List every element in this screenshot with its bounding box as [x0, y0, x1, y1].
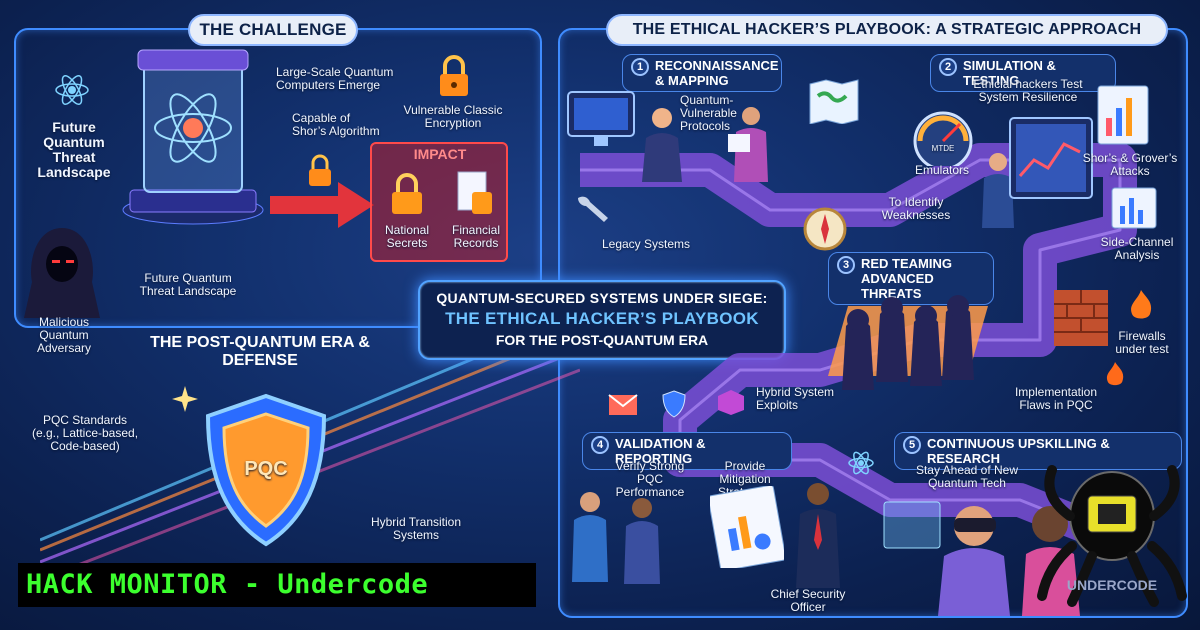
padlock-icon: [440, 55, 468, 96]
qv-protocols-label: Quantum-Vulnerable Protocols: [680, 93, 737, 133]
challenge-header: THE CHALLENGE: [188, 14, 358, 46]
gauge-icon: [913, 111, 973, 166]
hooded-adversary-figure: [24, 228, 100, 318]
screen-dashboard-icon: [1009, 117, 1093, 199]
pqc-standards-label: PQC Standards (e.g., Lattice-based, Code…: [31, 413, 139, 453]
chart-card-icon: [1097, 85, 1149, 145]
impl-flaws-label: Implementation Flaws in PQC: [1014, 385, 1098, 412]
hybrid-transition-label: Hybrid Transition Systems: [370, 515, 462, 542]
impact-arrow-icon: [270, 182, 374, 228]
step-5-title: 5 CONTINUOUS UPSKILLING & RESEARCH: [894, 432, 1182, 470]
ethical-test-label: Ethicial hackers Test System Resilience: [973, 77, 1083, 104]
verify-label: Verify Strong PQC Performance: [615, 459, 685, 499]
center-title-line3: FOR THE POST-QUANTUM ERA: [495, 332, 709, 348]
future-threat-big-label: Future Quantum Threat Landscape: [37, 119, 111, 180]
envelope-icon: [608, 394, 638, 415]
brick-firewall-icon: [1054, 290, 1108, 346]
step-2-title: 2 SIMULATION & TESTING: [930, 54, 1116, 92]
national-secrets-label: National Secrets: [384, 223, 430, 250]
fire-icon-small: [1106, 362, 1124, 386]
post-quantum-header: THE POST-QUANTUM ERA & DEFENSE: [150, 334, 370, 369]
logo-text: UNDERCODE: [1067, 577, 1157, 593]
wrench-icon: [578, 196, 608, 222]
gauge-label: MTDE: [931, 144, 955, 153]
firewalls-label: Firewalls under test: [1115, 329, 1169, 356]
center-title-box: QUANTUM-SECURED SYSTEMS UNDER SIEGE: THE…: [418, 280, 786, 360]
side-channel-label: Side-Channel Analysis: [1100, 235, 1174, 262]
small-padlock-icon: [309, 154, 331, 186]
cso-label: Chief Security Officer: [770, 587, 846, 614]
center-title-line1: QUANTUM-SECURED SYSTEMS UNDER SIEGE:: [436, 290, 768, 306]
side-channel-chart-icon: [1111, 187, 1157, 229]
center-title-line2: THE ETHICAL HACKER’S PLAYBOOK: [445, 309, 759, 328]
report-document-icon: [710, 486, 784, 568]
playbook-header: THE ETHICAL HACKER’S PLAYBOOK: A STRATEG…: [606, 14, 1168, 46]
hologram-screen-icon: [883, 501, 941, 549]
sparkle-icon: [172, 386, 198, 412]
pqc-shield-icon: [205, 393, 327, 547]
pqc-badge-label: PQC: [244, 458, 288, 480]
financial-records-label: Financial Records: [451, 223, 501, 250]
quantum-computer-icon: [122, 49, 264, 225]
legacy-label: Legacy Systems: [601, 237, 691, 251]
box-icon: [718, 390, 744, 415]
reporting-team-figure: [572, 492, 660, 584]
step-3-title: 3 RED TEAMING ADVANCED THREATS: [828, 252, 994, 305]
impact-label: IMPACT: [413, 146, 467, 162]
step-4-title: 4 VALIDATION & REPORTING: [582, 432, 792, 470]
map-icon: [809, 79, 859, 124]
vr-researcher-figure: [938, 506, 1010, 616]
undercode-octopus-logo: UNDERCODE: [1037, 465, 1187, 607]
red-team-group-figure: [842, 295, 974, 390]
analyst-with-map-figure: [728, 107, 768, 182]
chief-security-officer-figure: [796, 483, 840, 588]
atom-small-icon: [848, 451, 874, 475]
hack-monitor-watermark: HACK MONITOR - Undercode: [18, 563, 536, 607]
national-secrets-lock-icon: [392, 173, 422, 214]
compass-icon: [803, 207, 847, 251]
future-threat-small-label: Future Quantum Threat Landscape: [139, 271, 237, 298]
identify-label: To Identify Weaknesses: [881, 195, 951, 222]
hybrid-exploits-label: Hybrid System Exploits: [756, 385, 835, 412]
emulators-label: Emulators: [914, 163, 970, 177]
fire-icon: [1131, 290, 1152, 319]
vulnerable-label: Vulnerable Classic Encryption: [403, 103, 503, 130]
step-1-title: 1 RECONNAISSANCE & MAPPING: [622, 54, 782, 92]
playbook-path: [580, 143, 1137, 556]
shors-grover-label: Shor’s & Grover’s Attacks: [1082, 151, 1178, 178]
large-scale-label: Large-Scale Quantum Computers Emerge: [276, 65, 394, 92]
shield-small-icon: [662, 390, 686, 418]
shors-label: Capable of Shor’s Algorithm: [292, 111, 380, 138]
tester-figure: [982, 153, 1014, 228]
financial-records-icon: [457, 171, 492, 214]
adversary-label: Malicious Quantum Adversary: [36, 315, 92, 355]
stay-ahead-label: Stay Ahead of New Quantum Tech: [915, 463, 1019, 490]
monitor-icon: [567, 91, 635, 146]
hacker-at-desk-figure: [642, 108, 682, 182]
atom-icon: [55, 75, 89, 105]
